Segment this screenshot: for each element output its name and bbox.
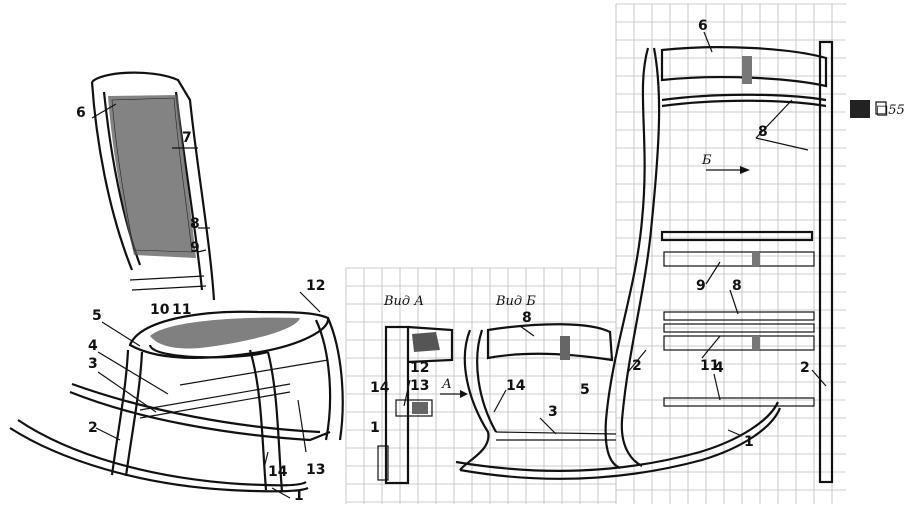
- side-view-drawing: [440, 40, 887, 484]
- perspective-label-5: 5: [92, 308, 102, 324]
- perspective-label-4: 4: [88, 338, 98, 354]
- side-view-leaders: [403, 31, 827, 437]
- scale-label: □55: [876, 103, 905, 118]
- view-a-label-13: 13: [410, 378, 429, 394]
- view-a-label-1: 1: [370, 420, 380, 436]
- perspective-label-8: 8: [190, 216, 200, 232]
- side-view-label-9: 9: [696, 278, 706, 294]
- view-b-label-8: 8: [522, 310, 532, 326]
- view-b-label-5: 5: [580, 382, 590, 398]
- grid-small: [345, 267, 617, 504]
- perspective-label-10: 10: [150, 302, 170, 318]
- perspective-label-3: 3: [88, 356, 98, 372]
- view-b-title: Вид Б: [495, 294, 536, 309]
- view-a-title: Вид А: [383, 294, 424, 309]
- side-view-label-6: 6: [698, 18, 708, 34]
- perspective-label-9: 9: [190, 240, 200, 256]
- side-view-label-11: 11: [700, 358, 719, 374]
- view-a-drawing: [377, 325, 454, 485]
- side-view-label-8: 8: [758, 124, 768, 140]
- side-view-label-2: 2: [800, 360, 810, 376]
- perspective-label-13: 13: [306, 462, 325, 478]
- view-b-label-14: 14: [506, 378, 526, 394]
- view-a-label-12: 12: [410, 360, 429, 376]
- view-a-arrow-label: А: [441, 377, 452, 392]
- side-view-label-1: 1: [744, 434, 754, 450]
- perspective-label-6: 6: [76, 105, 86, 121]
- perspective-label-7: 7: [182, 130, 192, 146]
- perspective-label-2: 2: [88, 420, 98, 436]
- perspective-label-11: 11: [172, 302, 191, 318]
- side-view-label-2: 2: [632, 358, 642, 374]
- perspective-chair: [9, 71, 344, 493]
- view-a-label-14: 14: [370, 380, 390, 396]
- side-view-arrow-label: Б: [701, 153, 712, 168]
- grid-large: [615, 3, 846, 504]
- perspective-label-1: 1: [294, 488, 304, 504]
- view-b-label-3: 3: [548, 404, 558, 420]
- perspective-label-12: 12: [306, 278, 325, 294]
- view-b-drawing: [459, 323, 617, 471]
- perspective-label-14: 14: [268, 464, 288, 480]
- side-view-label-4: 4: [714, 360, 724, 376]
- perspective-leaders: [91, 103, 321, 499]
- side-view-label-8: 8: [732, 278, 742, 294]
